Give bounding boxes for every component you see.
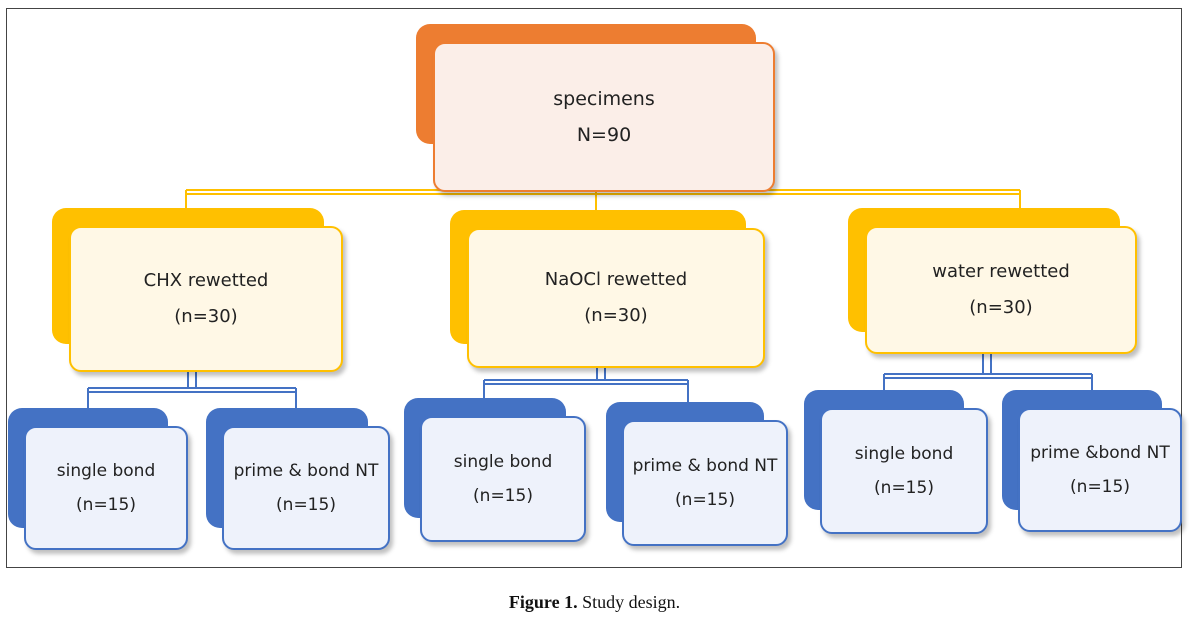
- group-connectors: [87, 352, 1093, 408]
- leaf-title: single bond: [854, 444, 954, 464]
- leaf-title: prime & bond NT: [233, 461, 379, 481]
- caption-text: Study design.: [577, 592, 681, 612]
- group-title: water rewetted: [932, 261, 1070, 282]
- root-title: specimens: [553, 88, 655, 110]
- leaf-count: (n=15): [874, 478, 934, 498]
- connector-chx-children: [87, 368, 297, 408]
- leaf-count: (n=15): [76, 495, 136, 515]
- group-count: (n=30): [969, 297, 1033, 318]
- leaf-node-box: single bond (n=15): [420, 416, 586, 542]
- group-node-naocl-box: NaOCl rewetted (n=30): [467, 228, 765, 368]
- leaf-node-box: prime & bond NT (n=15): [622, 420, 788, 546]
- leaf-node-box: single bond (n=15): [24, 426, 188, 550]
- connector-naocl-children: [483, 364, 689, 402]
- group-count: (n=30): [174, 306, 238, 327]
- leaf-count: (n=15): [1070, 477, 1130, 497]
- leaf-count: (n=15): [473, 486, 533, 506]
- connector-water-children: [883, 352, 1093, 390]
- caption-label: Figure 1.: [508, 592, 578, 612]
- group-title: NaOCl rewetted: [544, 269, 688, 290]
- figure-caption: Figure 1. Study design.: [0, 592, 1189, 613]
- group-node-water-box: water rewetted (n=30): [865, 226, 1137, 354]
- leaf-count: (n=15): [675, 490, 735, 510]
- group-node-chx-box: CHX rewetted (n=30): [69, 226, 343, 372]
- leaf-count: (n=15): [276, 495, 336, 515]
- leaf-node-box: single bond (n=15): [820, 408, 988, 534]
- leaf-node-box: prime & bond NT (n=15): [222, 426, 390, 550]
- leaf-title: prime & bond NT: [632, 456, 778, 476]
- leaf-title: prime &bond NT: [1030, 443, 1170, 463]
- group-count: (n=30): [584, 305, 648, 326]
- leaf-title: single bond: [453, 452, 553, 472]
- root-count: N=90: [576, 124, 632, 146]
- group-title: CHX rewetted: [143, 270, 269, 291]
- root-node-box: specimens N=90: [433, 42, 775, 192]
- leaf-node-box: prime &bond NT (n=15): [1018, 408, 1182, 532]
- leaf-title: single bond: [56, 461, 156, 481]
